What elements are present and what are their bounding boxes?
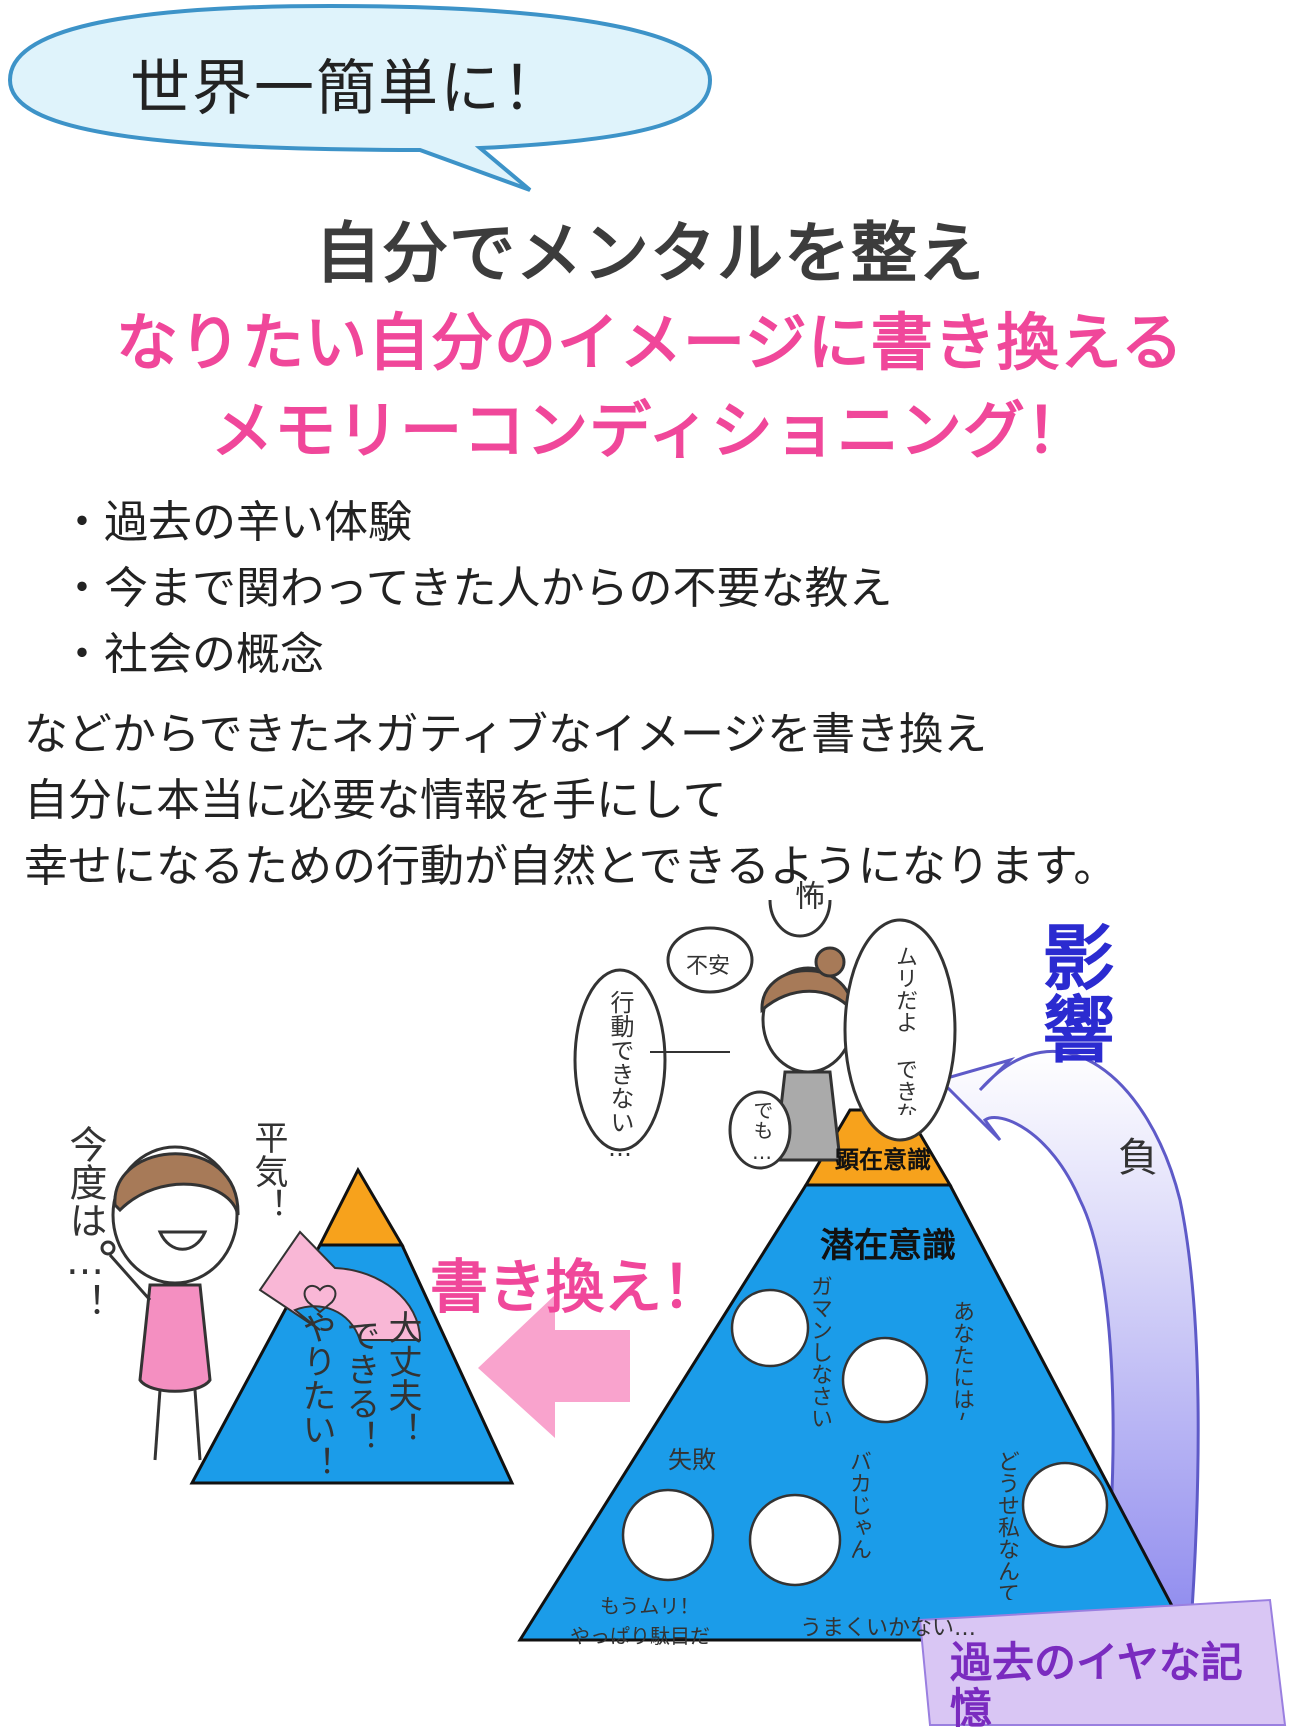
conscious-label: 顕在意識 bbox=[835, 1146, 931, 1174]
body-line: 自分に本当に必要な情報を手にして bbox=[24, 775, 727, 826]
rewrite-label: 書き換え！ bbox=[430, 1253, 721, 1321]
worry-bubbles bbox=[573, 900, 957, 1170]
bullet-item: ・社会の概念 bbox=[60, 629, 324, 680]
body-text: などからできたネガティブなイメージを書き換え 自分に本当に必要な情報を手にして … bbox=[24, 702, 1117, 900]
happy-girl bbox=[100, 1145, 240, 1461]
negative-text: 負 bbox=[1118, 1135, 1158, 1181]
illustration bbox=[100, 900, 1287, 1726]
speech-bubble-shape bbox=[7, 3, 713, 192]
small-pyramid-word: できる！ bbox=[340, 1318, 380, 1454]
past-memory-badge bbox=[918, 1598, 1287, 1726]
worry-text: 不安 bbox=[686, 954, 731, 979]
heart-arrow bbox=[258, 1230, 422, 1341]
negative-thought: やっぱり駄目だ bbox=[570, 1624, 710, 1648]
negative-thought: どうせ私なんて… bbox=[994, 1450, 1019, 1600]
headline-line-1: 自分でメンタルを整え bbox=[315, 215, 985, 292]
body-line: などからできたネガティブなイメージを書き換え bbox=[24, 709, 988, 760]
negative-thought: バカじゃん bbox=[846, 1450, 871, 1560]
subconscious-label: 潜在意識 bbox=[820, 1226, 956, 1266]
body-line: 幸せになるための行動が自然とできるようになります。 bbox=[24, 841, 1118, 892]
negative-faces bbox=[621, 1288, 1109, 1587]
small-pyramid-word: やりたい！ bbox=[296, 1310, 336, 1480]
negative-thought: うまくいかない… bbox=[800, 1616, 977, 1641]
worry-text: 怖 bbox=[789, 880, 824, 910]
negative-thought: ガマンしなさい bbox=[807, 1275, 832, 1429]
speech-bubble-text: 世界一簡単に！ bbox=[130, 54, 564, 124]
negative-thought: 失敗 bbox=[668, 1446, 716, 1474]
influence-text: 影響 bbox=[1030, 920, 1114, 1064]
small-pyramid-word: 大丈夫！ bbox=[382, 1310, 422, 1446]
bullet-item: ・過去の辛い体験 bbox=[60, 497, 412, 548]
worry-text: 行動できない… bbox=[606, 990, 634, 1162]
headline-line-2: なりたい自分のイメージに書き換える bbox=[116, 306, 1184, 379]
negative-thought: あなたにはムリ！ bbox=[949, 1300, 974, 1420]
rewrite-arrow bbox=[478, 1295, 630, 1438]
worry-text: ムリだよ できない だって… bbox=[892, 945, 917, 1115]
small-pyramid-tip bbox=[317, 1166, 405, 1247]
heart-icon bbox=[303, 1284, 337, 1314]
happy-girl-speech: 今度は…！ bbox=[63, 1125, 107, 1321]
past-memory-text: 過去のイヤな記憶 bbox=[950, 1638, 1243, 1733]
negative-thought: もうムリ！ bbox=[600, 1594, 700, 1618]
headline-line-3: メモリーコンディショニング！ bbox=[211, 394, 1089, 467]
bullet-item: ・今まで関わってきた人からの不要な教え bbox=[60, 563, 893, 614]
heiki-text: 平気！ bbox=[248, 1120, 288, 1222]
worry-text: でも… bbox=[750, 1100, 774, 1164]
bullet-list: ・過去の辛い体験 ・今まで関わってきた人からの不要な教え ・社会の概念 bbox=[60, 490, 892, 688]
